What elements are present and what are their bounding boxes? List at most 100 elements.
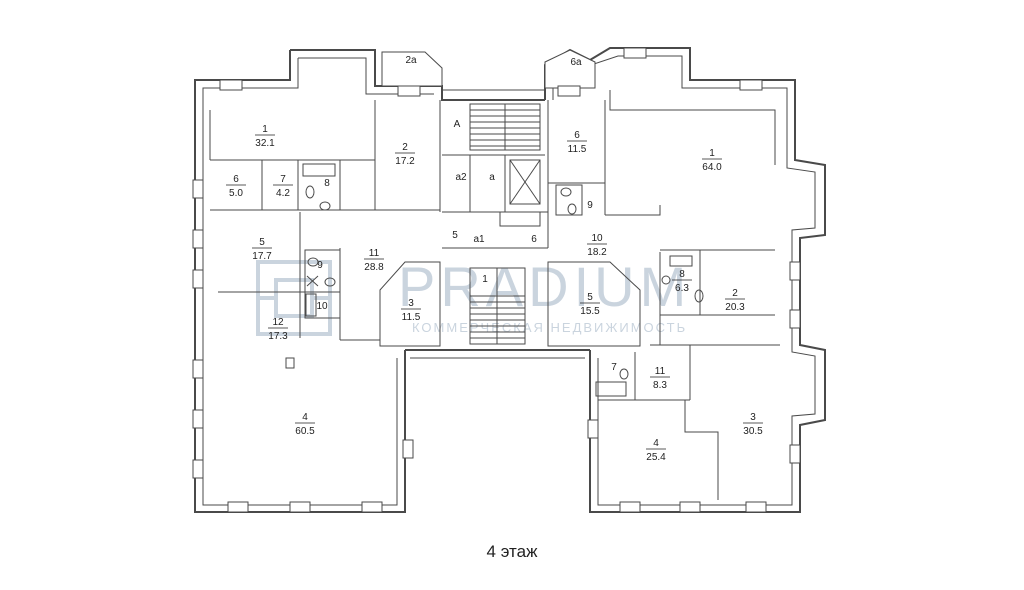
- toilet-icon: [560, 187, 704, 380]
- center-core: [442, 89, 641, 347]
- room-area: 17.3: [268, 331, 288, 342]
- room-label-w6: 65.0: [226, 174, 246, 199]
- west-wing: [192, 49, 590, 513]
- room-area: 64.0: [702, 162, 722, 173]
- east-wing: [402, 47, 826, 513]
- room-number: 4: [302, 412, 308, 423]
- room-area: 15.5: [580, 306, 600, 317]
- room-label-w9: 9: [317, 260, 323, 271]
- room-label-w5: 517.7: [252, 237, 272, 262]
- room-label-w12: 12 17.3: [268, 317, 288, 342]
- room-label-e6a: 6а: [570, 57, 582, 68]
- room-number: 10: [591, 233, 603, 244]
- watermark-tagline: КОММЕРЧЕСКАЯ НЕДВИЖИМОСТЬ: [412, 320, 687, 335]
- room-number: 12: [272, 317, 284, 328]
- room-area: 8.3: [653, 380, 667, 391]
- room-number: 5: [587, 292, 593, 303]
- bay-2a: [381, 51, 443, 87]
- room-number: 2а: [405, 55, 417, 66]
- room-number: а2: [455, 172, 467, 183]
- floor-caption: 4 этаж: [486, 542, 538, 561]
- room-area: 32.1: [255, 138, 275, 149]
- watermark-brand: PRADIUM: [398, 255, 691, 318]
- room-area: 6.3: [675, 283, 689, 294]
- west-windows: [192, 79, 421, 513]
- room-label-e1: 164.0: [702, 148, 722, 173]
- room-area: 5.0: [229, 188, 243, 199]
- watermark-logo-icon: [256, 260, 332, 336]
- room-number: 5: [452, 230, 458, 241]
- room-label-ca: а: [489, 172, 495, 183]
- room-number: 11: [369, 248, 380, 259]
- room-number: 11: [655, 366, 666, 377]
- room-number: 8: [324, 178, 330, 189]
- lower-staircase: [469, 267, 526, 345]
- room-area: 30.5: [743, 426, 763, 437]
- room-label-e11: 118.3: [650, 366, 670, 391]
- east-windows: [402, 47, 801, 513]
- room-label-ca2: а2: [455, 172, 467, 183]
- room-label-w2a: 2а: [405, 55, 417, 66]
- room-label-w7: 74.2: [273, 174, 293, 199]
- room-label-c6: 6: [531, 234, 537, 245]
- upper-staircase: [469, 103, 541, 151]
- room-area: 4.2: [276, 188, 290, 199]
- room-number: 8: [679, 269, 685, 280]
- room-label-ca1: а1: [473, 234, 485, 245]
- room-number: а1: [473, 234, 485, 245]
- room-label-w1: 132.1: [255, 124, 275, 149]
- room-number: 4: [653, 438, 659, 449]
- room-label-c5: 5: [452, 230, 458, 241]
- room-number: 6: [233, 174, 239, 185]
- room-number: 1: [262, 124, 268, 135]
- room-number: 2: [402, 142, 408, 153]
- room-number: 7: [280, 174, 286, 185]
- room-area: 17.2: [395, 156, 415, 167]
- room-area: 28.8: [364, 262, 384, 273]
- room-number: 5: [259, 237, 265, 248]
- room-label-w10: 10: [316, 301, 328, 312]
- room-label-c5b: 515.5: [580, 292, 600, 317]
- room-number: 1: [482, 274, 488, 285]
- room-label-e2: 220.3: [725, 288, 745, 313]
- room-label-e3: 330.5: [743, 412, 763, 437]
- room-number: 9: [587, 200, 593, 211]
- room-number: 3: [750, 412, 756, 423]
- room-number: 6а: [570, 57, 582, 68]
- room-area: 20.3: [725, 302, 745, 313]
- room-area: 60.5: [295, 426, 315, 437]
- room-area: 25.4: [646, 452, 666, 463]
- elevator-shaft: [509, 159, 541, 205]
- room-label-w11: 11 28.8: [364, 248, 384, 273]
- room-number: 9: [317, 260, 323, 271]
- room-label-c1: 1: [482, 274, 488, 285]
- room-label-e8: 86.3: [672, 269, 692, 294]
- room-area: 11.5: [568, 144, 587, 155]
- watermark: PRADIUM КОММЕРЧЕСКАЯ НЕДВИЖИМОСТЬ: [256, 255, 691, 336]
- room-area: 18.2: [587, 247, 607, 258]
- room-label-e6: 611.5: [567, 130, 587, 155]
- room-area: 17.7: [252, 251, 272, 262]
- room-label-e7: 7: [611, 362, 617, 373]
- room-number: 2: [732, 288, 738, 299]
- room-number: 10: [316, 301, 328, 312]
- room-number: 6: [574, 130, 580, 141]
- room-area: 11.5: [402, 312, 421, 323]
- room-label-e10: 10 18.2: [587, 233, 607, 258]
- room-number: 7: [611, 362, 617, 373]
- room-label-w3: 311.5: [401, 298, 421, 323]
- room-label-e9: 9: [587, 200, 593, 211]
- room-number: 6: [531, 234, 537, 245]
- room-label-w4: 460.5: [295, 412, 315, 437]
- toilet-icon: [305, 185, 336, 317]
- room-number: 1: [709, 148, 715, 159]
- room-label-cA: А: [454, 119, 461, 130]
- room-number: а: [489, 172, 495, 183]
- room-label-e4: 425.4: [646, 438, 666, 463]
- bay-6a: [544, 49, 596, 89]
- room-label-w8: 8: [324, 178, 330, 189]
- room-number: 3: [408, 298, 414, 309]
